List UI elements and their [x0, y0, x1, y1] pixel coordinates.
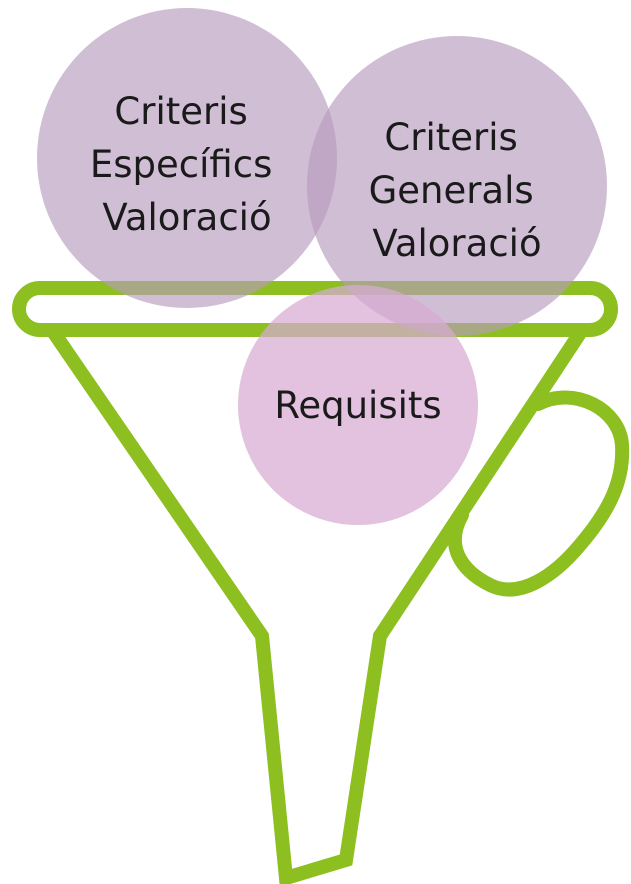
funnel-handle: [447, 390, 630, 597]
requisits-line-1: Requisits: [274, 384, 441, 427]
circle-especifics-label: Criteris Específics Valoració: [90, 90, 284, 239]
generals-line-3: Valoració: [372, 222, 541, 265]
especifics-line-3: Valoració: [102, 196, 271, 239]
circle-requisits: [238, 285, 478, 525]
circle-criteris-generals: [307, 36, 607, 336]
especifics-line-2: Específics: [90, 143, 272, 186]
circle-generals-label: Criteris Generals Valoració: [369, 116, 546, 265]
funnel-body: [46, 326, 588, 884]
generals-line-1: Criteris: [384, 116, 517, 159]
circle-requisits-label: Requisits: [274, 384, 441, 427]
generals-line-2: Generals: [369, 169, 534, 212]
circle-criteris-especifics: [37, 8, 337, 308]
especifics-line-1: Criteris: [114, 90, 247, 133]
